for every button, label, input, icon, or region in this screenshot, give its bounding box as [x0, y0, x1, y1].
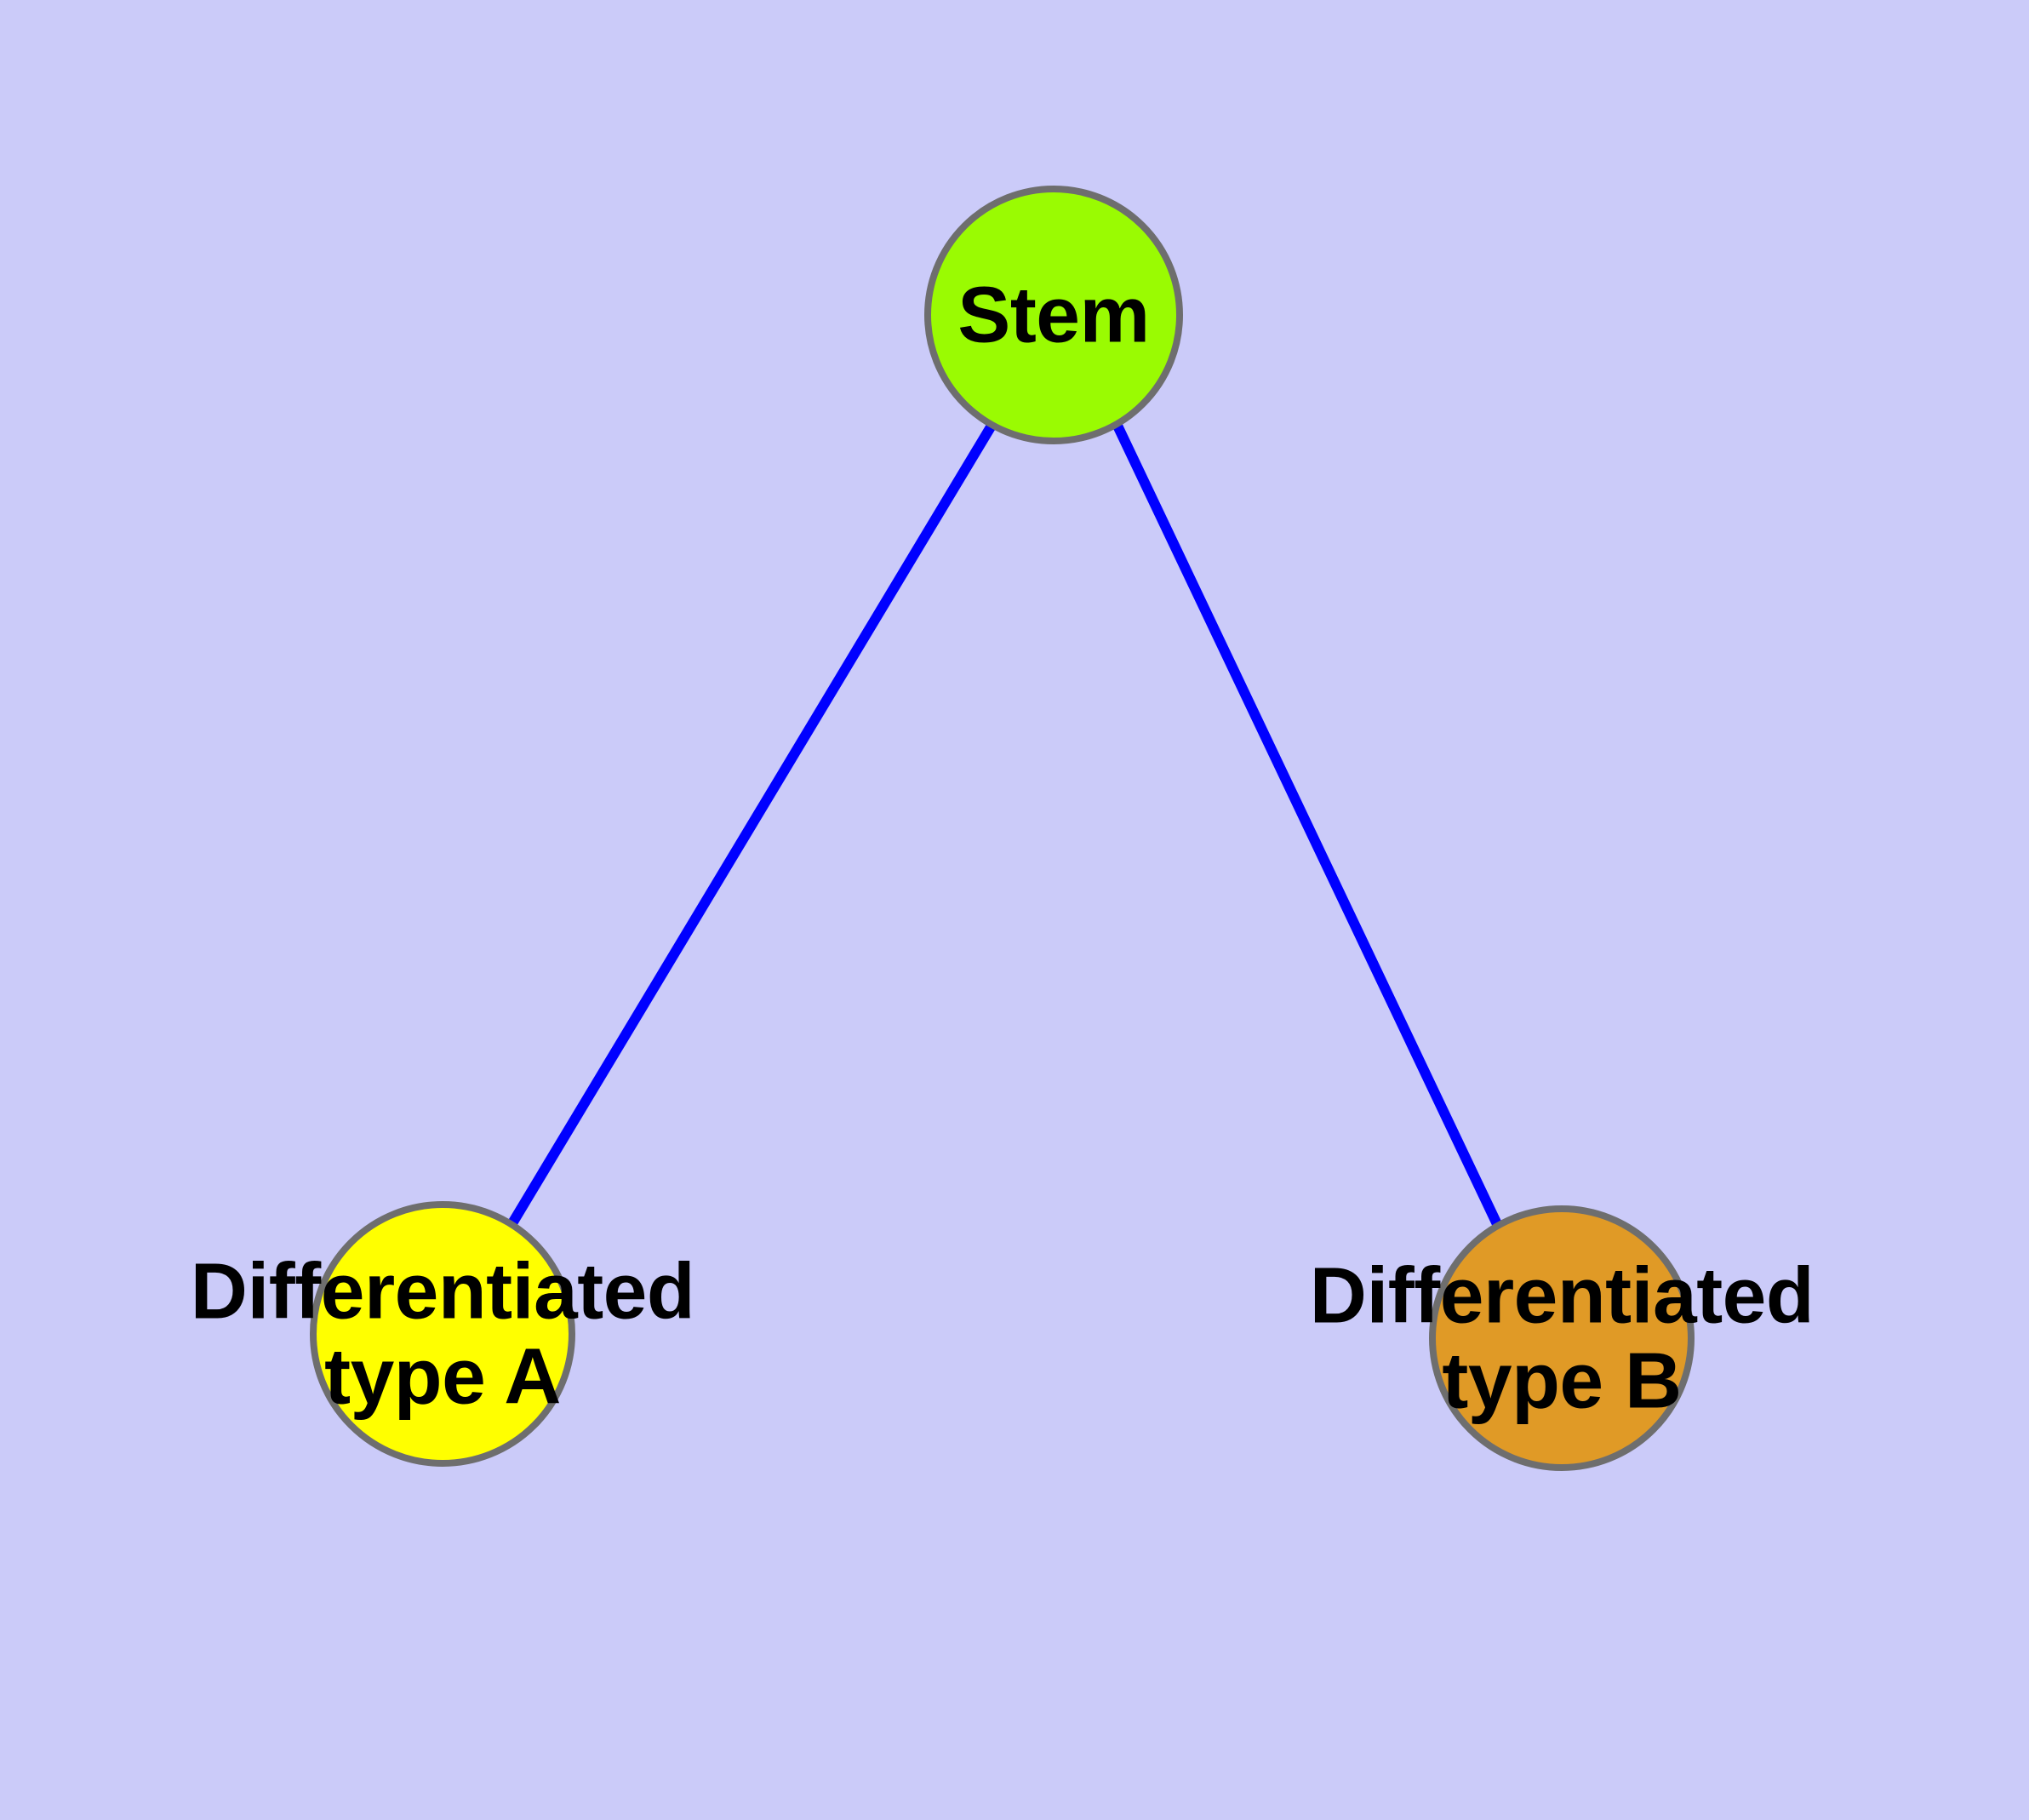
nodes-layer — [310, 186, 1695, 1471]
graph-node-stem[interactable] — [924, 186, 1183, 444]
edges-layer — [507, 422, 1502, 1227]
graph-edge — [1112, 423, 1502, 1227]
graph-edge — [507, 422, 997, 1227]
graph-node-diff_a[interactable] — [310, 1201, 575, 1467]
graph-node-diff_b[interactable] — [1429, 1205, 1695, 1471]
